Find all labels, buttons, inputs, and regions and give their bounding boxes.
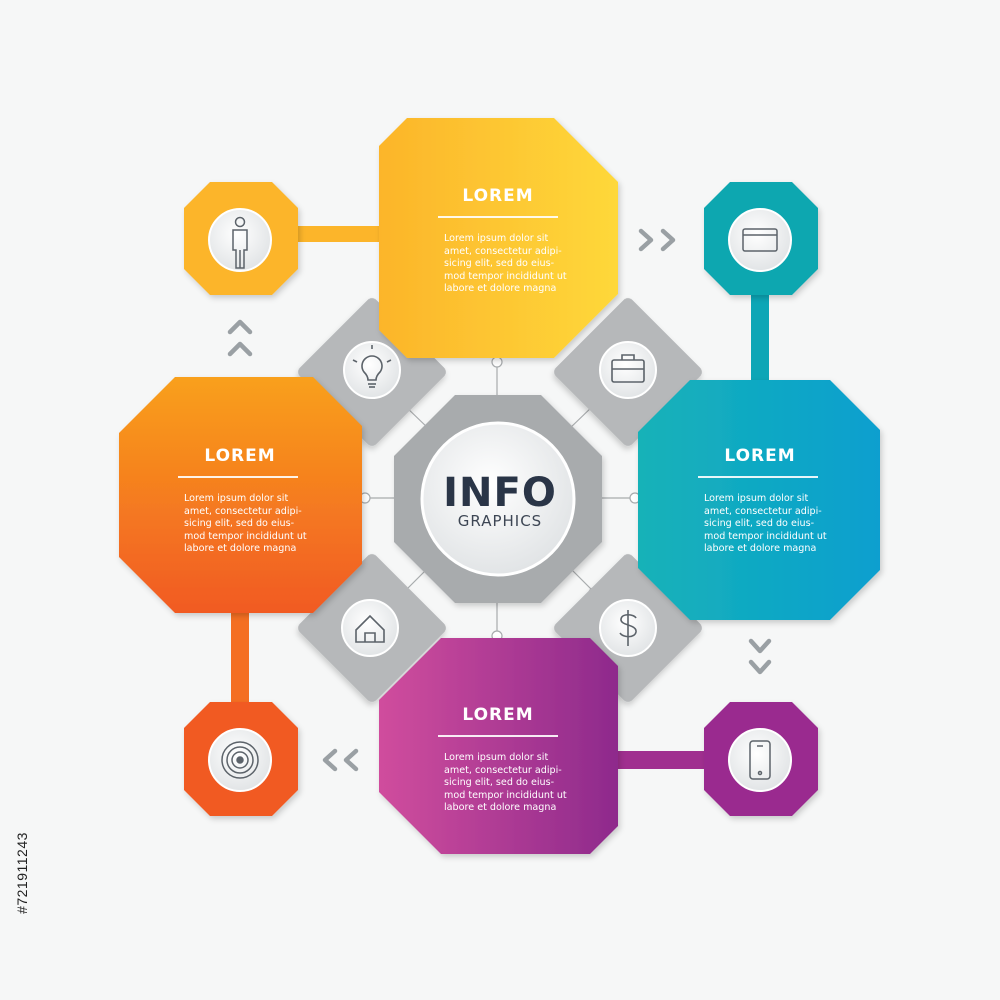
smartphone-icon bbox=[749, 740, 771, 780]
teal-group bbox=[638, 182, 880, 620]
diamond-home bbox=[298, 554, 446, 702]
divider-magenta bbox=[438, 735, 558, 737]
arrow-up-icon bbox=[227, 319, 253, 357]
box-title-orange: LOREM bbox=[204, 446, 276, 466]
box-text-teal: Lorem ipsum dolor sit amet, consectetur … bbox=[704, 493, 827, 555]
box-title-yellow: LOREM bbox=[462, 186, 534, 206]
briefcase-icon bbox=[611, 354, 645, 383]
arrow-left-icon bbox=[322, 748, 359, 772]
divider-yellow bbox=[438, 216, 558, 218]
box-text-magenta: Lorem ipsum dolor sit amet, consectetur … bbox=[444, 752, 567, 814]
divider-orange bbox=[178, 476, 298, 478]
center-node bbox=[394, 395, 602, 603]
stock-id: #721911243 bbox=[12, 770, 32, 980]
credit-card-icon bbox=[742, 228, 778, 252]
diamond-business bbox=[554, 298, 702, 446]
center-title: INFO bbox=[443, 470, 557, 516]
arrow-down-icon bbox=[748, 638, 772, 675]
box-text-yellow: Lorem ipsum dolor sit amet, consectetur … bbox=[444, 233, 567, 295]
box-text-orange: Lorem ipsum dolor sit amet, consectetur … bbox=[184, 493, 307, 555]
home-icon bbox=[355, 614, 385, 643]
signal-icon bbox=[221, 741, 259, 779]
center-subtitle: GRAPHICS bbox=[457, 512, 543, 530]
box-title-teal: LOREM bbox=[724, 446, 796, 466]
stock-id-text: #721911243 bbox=[14, 832, 30, 914]
person-icon bbox=[232, 216, 248, 269]
magenta-group bbox=[379, 638, 818, 854]
dollar-icon bbox=[619, 610, 637, 646]
arrow-right-icon bbox=[638, 228, 676, 252]
lightbulb-icon bbox=[352, 345, 392, 388]
divider-teal bbox=[698, 476, 818, 478]
box-title-magenta: LOREM bbox=[462, 705, 534, 725]
yellow-group bbox=[184, 118, 618, 358]
orange-group bbox=[119, 377, 362, 816]
